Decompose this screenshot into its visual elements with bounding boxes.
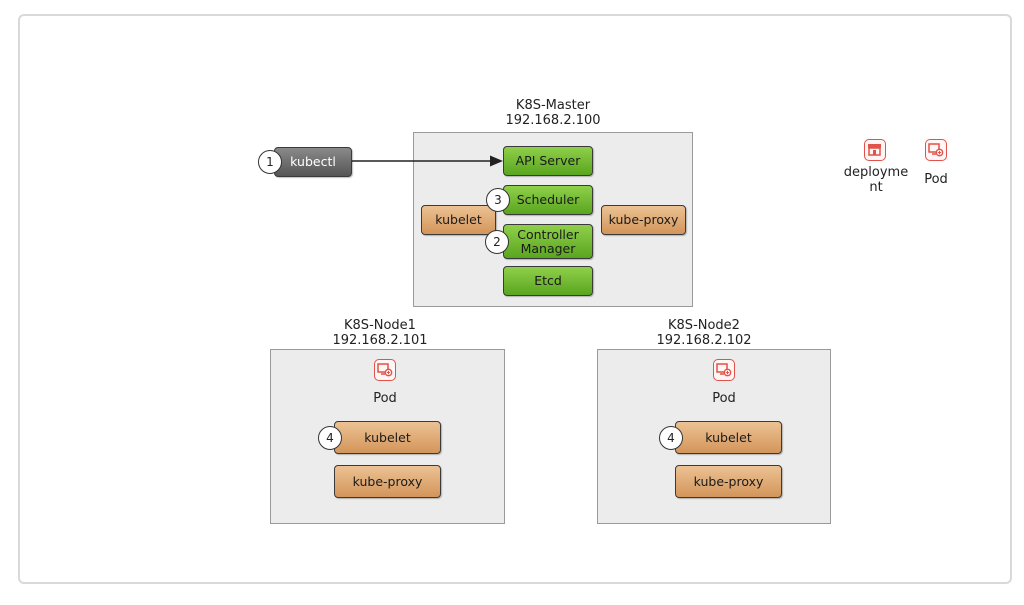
master-ip: 192.168.2.100 [505, 113, 601, 128]
step-badge-scheduler: 3 [486, 188, 510, 212]
deployment-icon [864, 139, 886, 161]
step-badge-node1-kubelet: 4 [318, 426, 342, 450]
node2-pod-icon [713, 359, 735, 381]
master-kubelet: kubelet [421, 205, 496, 235]
controller-manager: Controller Manager [503, 224, 593, 259]
etcd: Etcd [503, 266, 593, 296]
legend-pod-icon [925, 139, 947, 161]
node2-pod-label: Pod [712, 391, 736, 406]
node1-pod-icon [374, 359, 396, 381]
scheduler: Scheduler [503, 185, 593, 215]
step-badge-kubectl: 1 [258, 150, 282, 174]
node1-pod-label: Pod [373, 391, 397, 406]
step-badge-controller-manager: 2 [485, 230, 509, 254]
master-title: K8S-Master [515, 98, 591, 113]
step-badge-node2-kubelet: 4 [659, 426, 683, 450]
master-kube-proxy: kube-proxy [601, 205, 686, 235]
kubectl: kubectl [274, 147, 352, 177]
node2-title: K8S-Node2 [668, 318, 740, 333]
node1-title: K8S-Node1 [344, 318, 416, 333]
node1-kubelet: kubelet [334, 421, 441, 454]
node1-ip: 192.168.2.101 [332, 333, 428, 348]
legend-pod-label: Pod [924, 172, 948, 187]
api-server: API Server [503, 146, 593, 176]
node2-kube-proxy: kube-proxy [675, 465, 782, 498]
node2-kubelet: kubelet [675, 421, 782, 454]
node1-kube-proxy: kube-proxy [334, 465, 441, 498]
node2-ip: 192.168.2.102 [656, 333, 752, 348]
legend-deployment-label: deployme nt [843, 165, 909, 195]
